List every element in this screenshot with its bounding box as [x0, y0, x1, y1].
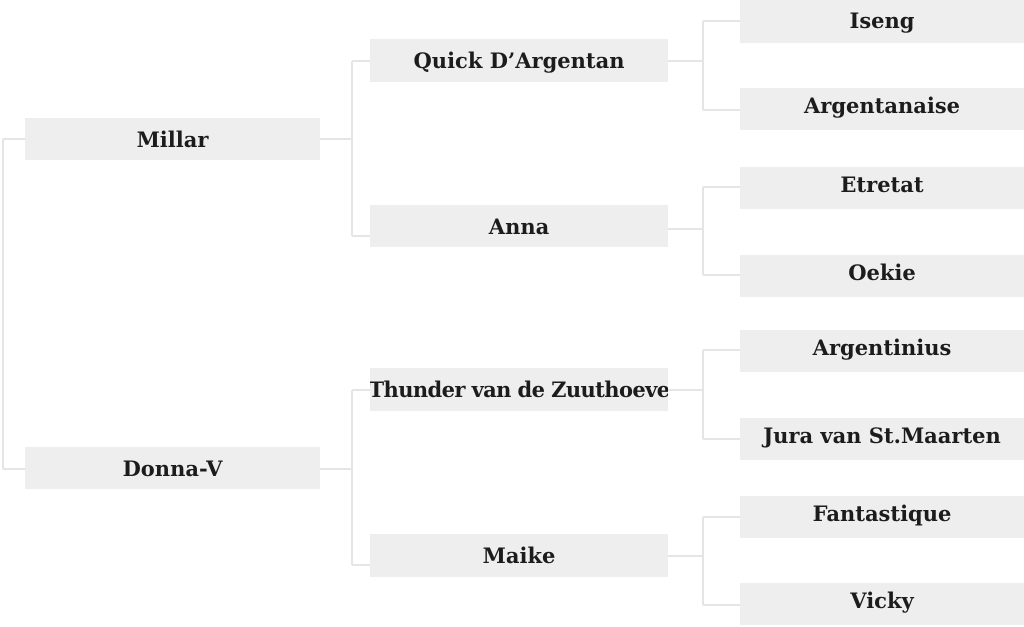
- maternal-grandsire-box: Thunder van de Zuuthoeve: [370, 368, 668, 411]
- maternal-grandsire-name: Thunder van de Zuuthoeve: [370, 377, 668, 402]
- ancestor-name: Argentinius: [812, 335, 952, 360]
- ancestor-name: Vicky: [850, 588, 914, 613]
- ancestor-box-argentinius: Argentinius: [740, 330, 1024, 372]
- ancestor-name: Argentanaise: [803, 93, 960, 118]
- ancestor-name: Fantastique: [812, 501, 952, 526]
- paternal-grandsire-name: Quick D’Argentan: [413, 48, 625, 73]
- dam-name: Donna-V: [122, 455, 223, 481]
- ancestor-box-vicky: Vicky: [740, 583, 1024, 625]
- ancestor-box-fantastique: Fantastique: [740, 496, 1024, 538]
- ancestor-name: Oekie: [848, 260, 916, 285]
- paternal-granddam-name: Anna: [488, 213, 550, 239]
- paternal-granddam-box: Anna: [370, 205, 668, 247]
- sire-name: Millar: [136, 126, 209, 152]
- maternal-granddam-box: Maike: [370, 534, 668, 577]
- sire-box: Millar: [25, 118, 320, 160]
- ancestor-box-argentanaise: Argentanaise: [740, 88, 1024, 130]
- dam-box: Donna-V: [25, 447, 320, 489]
- ancestor-name: Jura van St.Maarten: [763, 423, 1001, 448]
- paternal-grandsire-box: Quick D’Argentan: [370, 39, 668, 82]
- maternal-granddam-name: Maike: [482, 543, 556, 568]
- ancestor-box-iseng: Iseng: [740, 0, 1024, 43]
- ancestor-box-oekie: Oekie: [740, 255, 1024, 297]
- ancestor-name: Etretat: [840, 172, 924, 197]
- ancestor-box-etretat: Etretat: [740, 167, 1024, 209]
- ancestor-box-jura: Jura van St.Maarten: [740, 418, 1024, 460]
- ancestor-name: Iseng: [849, 8, 915, 33]
